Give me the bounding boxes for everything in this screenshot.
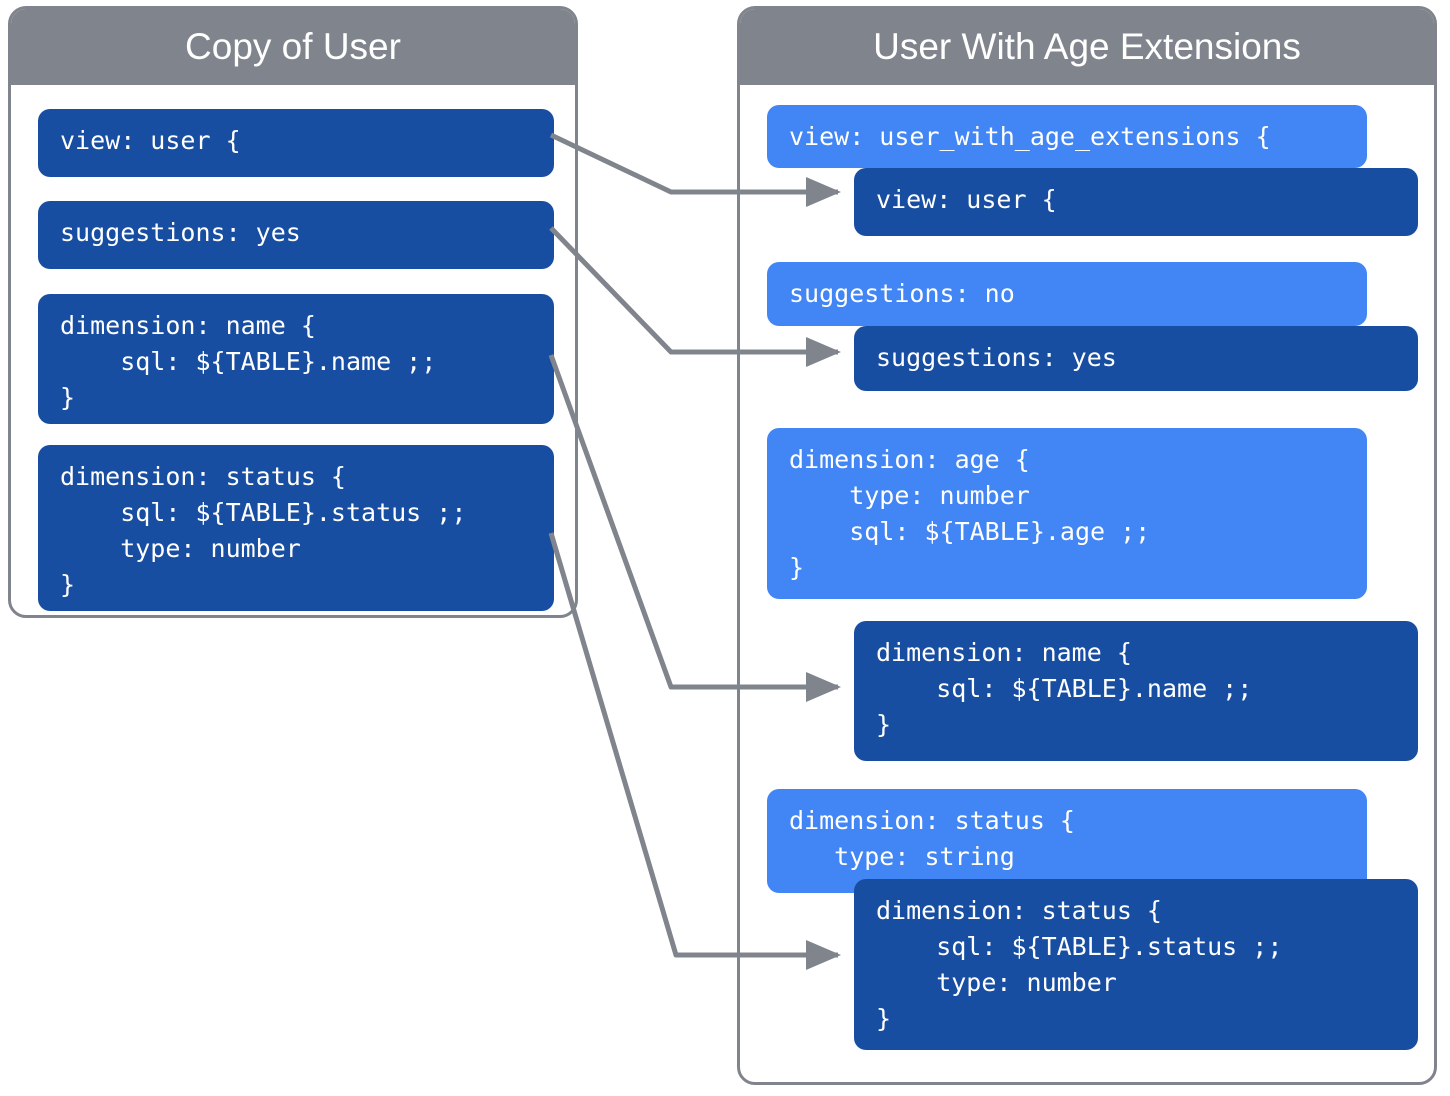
code-block-dimension-age: dimension: age { type: number sql: ${TAB… (767, 428, 1367, 599)
panel-left-titlebar: Copy of User (11, 9, 575, 85)
panel-right-title: User With Age Extensions (873, 26, 1301, 67)
code-block-view-user-inherited: view: user { (854, 168, 1418, 236)
panel-copy-of-user: Copy of User view: user { suggestions: y… (8, 6, 578, 618)
panel-user-with-age-extensions: User With Age Extensions view: user_with… (737, 6, 1437, 1085)
panel-right-titlebar: User With Age Extensions (740, 9, 1434, 85)
code-block-suggestions-no: suggestions: no (767, 262, 1367, 326)
panel-left-title: Copy of User (185, 26, 401, 67)
code-block-dimension-status-inherited: dimension: status { sql: ${TABLE}.status… (854, 879, 1418, 1050)
code-block-view-user-with-age-extensions: view: user_with_age_extensions { (767, 105, 1367, 168)
code-block-suggestions-yes-inherited: suggestions: yes (854, 326, 1418, 391)
code-block-dimension-name-inherited: dimension: name { sql: ${TABLE}.name ;; … (854, 621, 1418, 761)
code-block-dimension-status-override: dimension: status { type: string (767, 789, 1367, 893)
code-block-dimension-name: dimension: name { sql: ${TABLE}.name ;; … (38, 294, 554, 424)
code-block-dimension-status: dimension: status { sql: ${TABLE}.status… (38, 445, 554, 611)
code-block-view-user: view: user { (38, 109, 554, 177)
code-block-suggestions-yes: suggestions: yes (38, 201, 554, 269)
